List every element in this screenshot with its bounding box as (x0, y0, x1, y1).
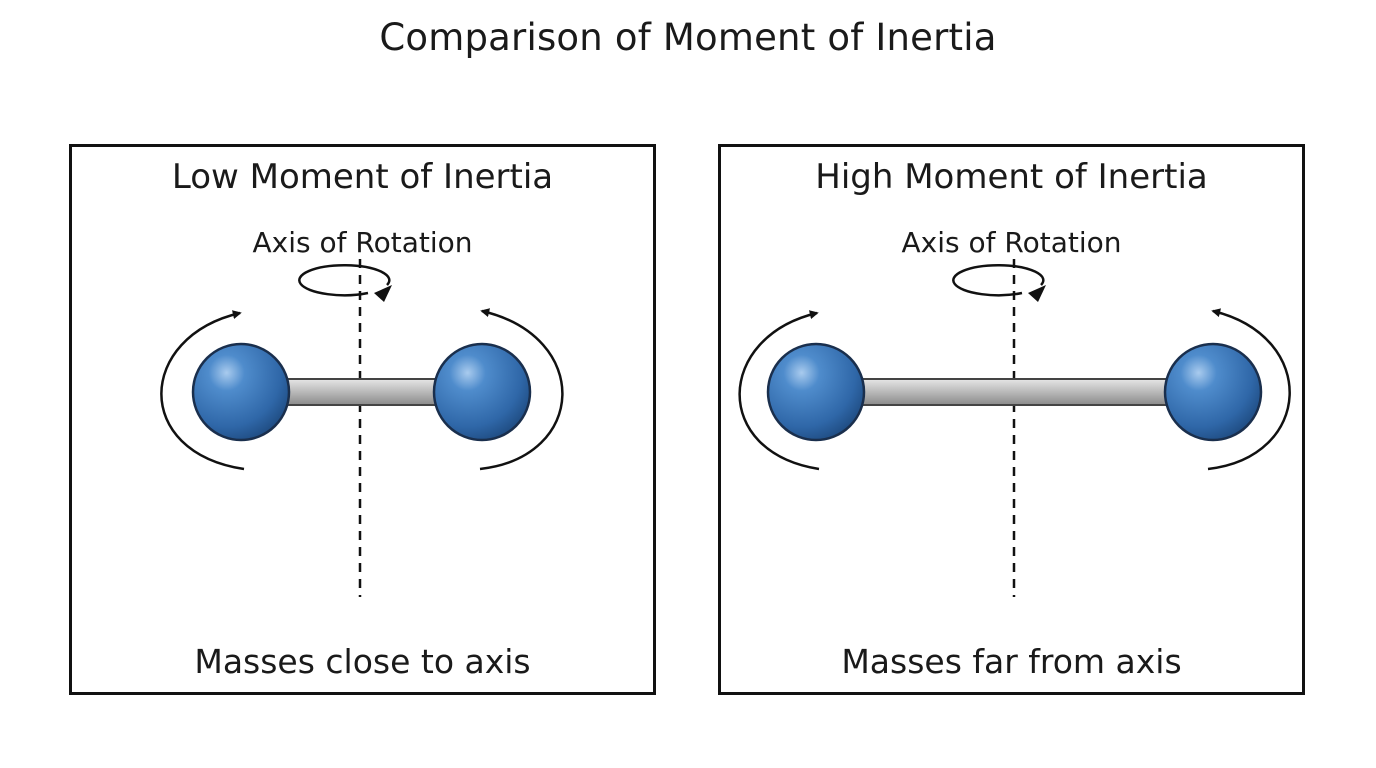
motion-arrow-left (160, 310, 245, 471)
mass-right (1163, 342, 1263, 442)
axis-rotation-arrowhead (374, 285, 392, 302)
panel-low-inertia: Low Moment of Inertia Axis of Rotation M… (69, 144, 656, 695)
axis-rotation-arrowhead (1028, 285, 1046, 302)
caption-high: Masses far from axis (841, 642, 1182, 681)
panel-title-high: High Moment of Inertia (815, 157, 1208, 197)
motion-arrow-right (1207, 308, 1291, 471)
mass-left (191, 342, 291, 442)
caption-low: Masses close to axis (194, 642, 531, 681)
panel-high-inertia: High Moment of Inertia Axis of Rotation … (718, 144, 1305, 695)
motion-arrow-right (479, 308, 564, 471)
low-inertia-diagram (160, 259, 564, 597)
axis-label-high: Axis of Rotation (901, 226, 1122, 259)
diagram-title: Comparison of Moment of Inertia (379, 16, 997, 59)
connecting-rod (286, 378, 438, 406)
mass-left (766, 342, 866, 442)
connecting-rod (860, 378, 1172, 406)
mass-right (432, 342, 532, 442)
panel-title-low: Low Moment of Inertia (171, 157, 554, 197)
axis-rotation-indicator (952, 264, 1045, 297)
high-inertia-diagram (738, 259, 1291, 597)
motion-arrow-left (738, 310, 820, 471)
axis-rotation-indicator (298, 264, 391, 297)
axis-label-low: Axis of Rotation (252, 226, 473, 259)
